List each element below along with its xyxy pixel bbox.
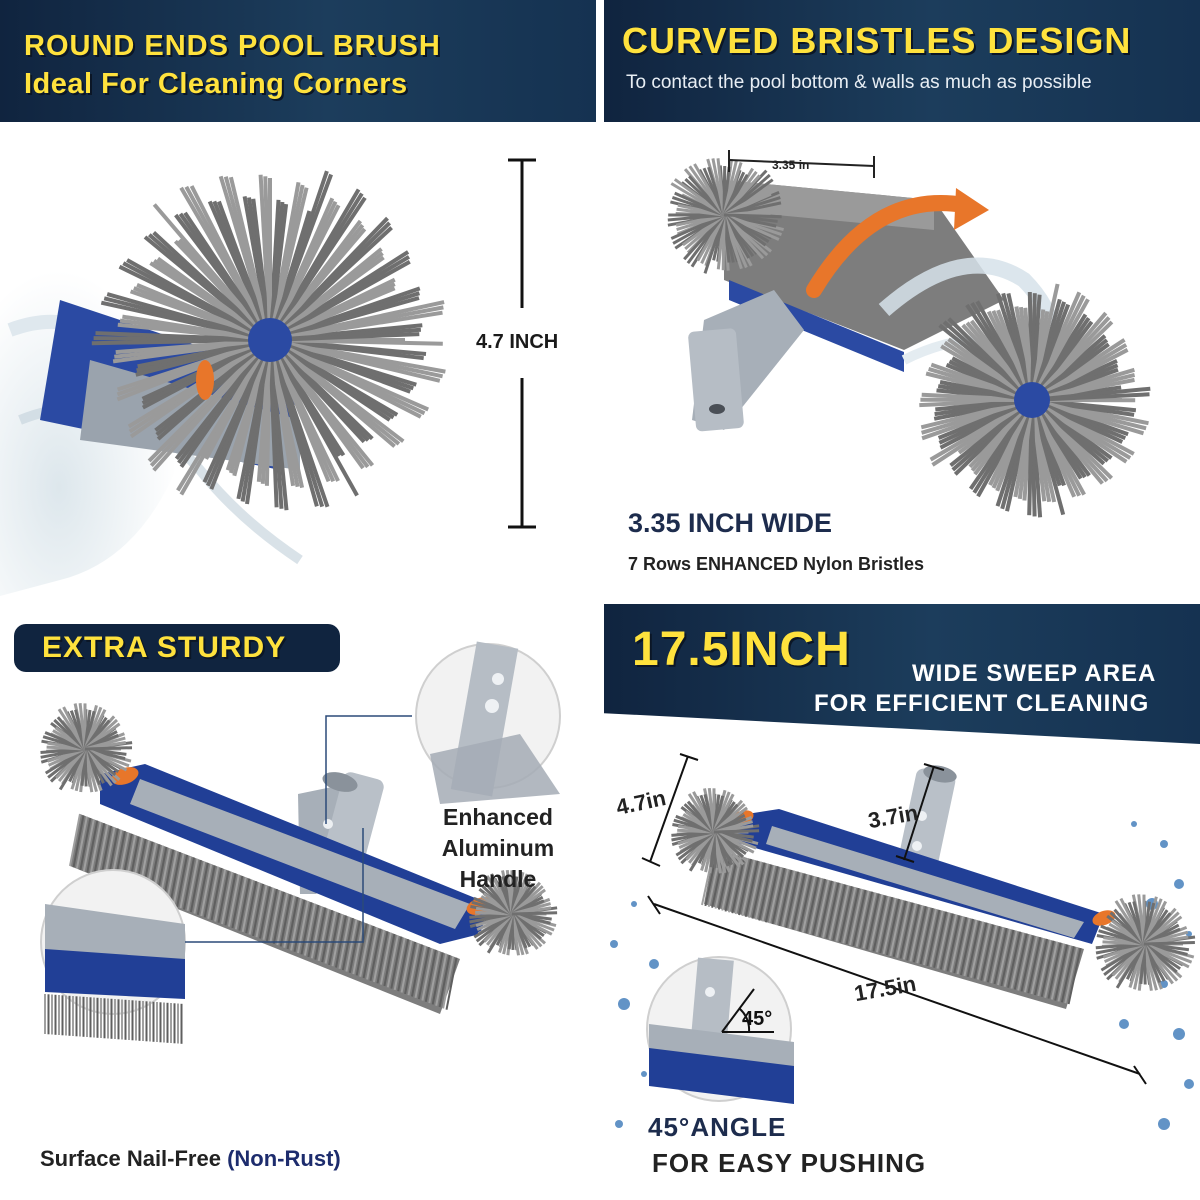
round-ends-title: ROUND ENDS POOL BRUSH [24, 30, 441, 62]
sweep-line-1: WIDE SWEEP AREA [912, 660, 1157, 687]
surface-note-main: Surface Nail-Free [40, 1146, 221, 1171]
small-width-label: 3.35 in [772, 158, 810, 172]
angle-label: 45° [742, 1008, 773, 1030]
angle-line-2: FOR EASY PUSHING [652, 1148, 927, 1178]
sturdy-brush-illustration [40, 641, 561, 1044]
height-dimension-label: 4.7 INCH [476, 331, 559, 353]
panel-curved-bristles: 3.35 in CURVED BRISTLES DESIGN To contac… [604, 0, 1200, 596]
extra-sturdy-badge: EXTRA STURDY [14, 624, 340, 672]
handle-line-2: Aluminum [441, 835, 555, 861]
handle-line-3: Handle [459, 866, 537, 892]
panel-extra-sturdy: EXTRA STURDY Enhanced Aluminum Handle Su… [0, 604, 596, 1200]
sweep-size: 17.5INCH [632, 623, 851, 676]
handle-callout-text: Enhanced Aluminum Handle [428, 802, 568, 895]
sweep-brush-illustration [610, 753, 1196, 1130]
angle-line-1: 45°ANGLE [648, 1112, 787, 1142]
curved-brush-illustration [604, 122, 1200, 596]
extra-sturdy-label: EXTRA STURDY [42, 631, 287, 664]
round-end-brush-illustration [0, 122, 596, 596]
rows-label: 7 Rows ENHANCED Nylon Bristles [628, 554, 925, 574]
curved-bristles-banner: CURVED BRISTLES DESIGN To contact the po… [604, 0, 1200, 122]
round-ends-subtitle: Ideal For Cleaning Corners [24, 68, 408, 100]
width-label: 3.35 INCH WIDE [628, 508, 833, 538]
curved-bristles-title: CURVED BRISTLES DESIGN [622, 20, 1132, 61]
panel-round-ends: ROUND ENDS POOL BRUSH Ideal For Cleaning… [0, 0, 596, 596]
surface-note: Surface Nail-Free (Non-Rust) [40, 1146, 341, 1172]
curved-bristles-subtitle: To contact the pool bottom & walls as mu… [626, 72, 1092, 93]
panel-sweep-area: 17.5INCH WIDE SWEEP AREA FOR EFFICIENT C… [604, 604, 1200, 1200]
surface-note-suffix: (Non-Rust) [227, 1146, 341, 1171]
round-ends-banner: ROUND ENDS POOL BRUSH Ideal For Cleaning… [0, 0, 596, 122]
handle-line-1: Enhanced [443, 804, 553, 830]
sweep-line-2: FOR EFFICIENT CLEANING [814, 690, 1150, 717]
